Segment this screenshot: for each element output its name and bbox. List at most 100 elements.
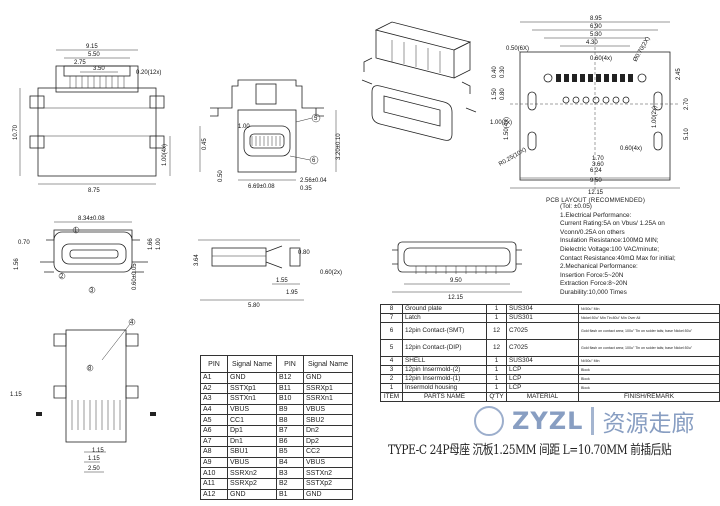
- dim-label: 0.50(6X): [506, 46, 529, 52]
- dim-label: 3.64: [194, 254, 200, 266]
- watermark-divider: [591, 407, 595, 435]
- dim-label: 1.56: [14, 258, 20, 270]
- table-cell: B4: [276, 456, 304, 469]
- dim-label: 5.50: [88, 52, 100, 58]
- pad-row-bottom: [562, 96, 630, 104]
- dim-label: 1.66: [148, 238, 154, 250]
- dim-label: 8.75: [88, 188, 100, 194]
- dim-label: 3.60: [592, 162, 604, 168]
- table-cell: Dn1: [227, 435, 277, 448]
- table-cell: A7: [200, 435, 228, 448]
- table-cell: SBU2: [303, 414, 353, 426]
- dim-label: 6.24: [590, 168, 602, 174]
- table-cell: CC2: [303, 446, 353, 458]
- spec-note-line: Insulation Resistance:100MΩ MIN;: [560, 237, 659, 245]
- table-cell: GND: [303, 372, 353, 384]
- table-cell: LCP: [506, 365, 579, 375]
- spec-note-line: Durability:10,000 Times: [560, 288, 627, 296]
- callout-4: 4: [130, 320, 134, 326]
- table-cell: VBUS: [303, 456, 353, 469]
- spec-note-line: 1.Electrical Performance:: [560, 211, 632, 219]
- dim-label: 1.55: [276, 278, 288, 284]
- spec-note-line: 2.Mechanical Performance:: [560, 263, 638, 271]
- dim-label: 1.50: [492, 88, 498, 100]
- dim-label: 6.69±0.08: [248, 184, 275, 190]
- drawing-title: TYPE-C 24P母座 沉板1.25MM 间距 L=10.70MM 前插后贴: [388, 443, 672, 458]
- dim-label: 2.56±0.04: [300, 178, 327, 184]
- spec-note-line: Dielectric Voltage:100 VAC/minute;: [560, 245, 659, 253]
- table-cell: 6: [380, 322, 403, 340]
- dim-label: 0.35: [300, 186, 312, 192]
- pcb-layout-view: 8.95 6.90 5.30 4.30 0.50(6X) Ø0.70(2X) 0…: [490, 16, 690, 196]
- dim-label: 2.45: [676, 68, 682, 80]
- callout-8: 8: [88, 366, 92, 372]
- table-cell: 12pin Contact-(DIP): [402, 339, 487, 357]
- table-cell: B7: [276, 424, 304, 437]
- table-cell: Gold flash on contact area; 100u" Tin on…: [578, 322, 720, 340]
- dim-label: 0.30: [500, 66, 506, 78]
- table-cell: B1: [276, 488, 304, 501]
- table-cell: A11: [200, 477, 228, 490]
- column-header: Signal Name: [303, 355, 353, 373]
- column-header: PARTS NAME: [402, 392, 487, 402]
- dim-label: 9.15: [86, 44, 98, 50]
- iso-view: [361, 21, 477, 141]
- callout-1: 1: [74, 228, 78, 234]
- table-cell: A8: [200, 446, 228, 458]
- callout-5: 5: [314, 116, 318, 122]
- dim-label: 0.70: [18, 240, 30, 246]
- table-cell: GND: [227, 488, 277, 501]
- table-cell: SSTXn2: [303, 467, 353, 479]
- dim-label: 5.10: [684, 128, 690, 140]
- watermark: ZYZL 资源走廊: [474, 402, 694, 440]
- table-cell: Dp2: [303, 435, 353, 448]
- spec-note-line: Current Rating:5A on Vbus/ 1.25A on: [560, 220, 665, 228]
- spec-note-line: Extraction Force:8~20N: [560, 280, 628, 288]
- bottom-view: 8 4: [36, 318, 156, 473]
- table-cell: 12: [486, 339, 507, 357]
- table-cell: SSTXn1: [227, 393, 277, 405]
- table-cell: Ground plate: [402, 304, 487, 314]
- dim-label: Ø0.70(2X): [633, 36, 652, 63]
- table-cell: Block: [578, 365, 720, 375]
- table-cell: B8: [276, 414, 304, 426]
- table-cell: A2: [200, 382, 228, 395]
- table-cell: B3: [276, 467, 304, 479]
- table-cell: 12pin Insermold-(2): [402, 365, 487, 375]
- dim-label: 1.00(4x): [162, 144, 168, 166]
- table-cell: SSRXn1: [303, 393, 353, 405]
- table-cell: SSTXp1: [227, 382, 277, 395]
- table-cell: Block: [578, 374, 720, 384]
- table-cell: GND: [303, 488, 353, 501]
- dim-label: 5.80: [248, 303, 260, 309]
- table-cell: Block: [578, 383, 720, 393]
- column-header: PIN: [276, 355, 304, 373]
- dim-label: 1.70: [592, 156, 604, 162]
- watermark-logo-icon: [474, 406, 504, 436]
- table-cell: B12: [276, 372, 304, 384]
- top-view: 9.15 5.50 2.75 3.50 0.20(12x) 10.70 1.00…: [13, 44, 171, 194]
- dim-label: 4.30: [586, 40, 598, 46]
- dim-label: 10.70: [13, 124, 19, 140]
- dim-label: 0.60(2x): [320, 270, 342, 276]
- dim-label: 1.15: [10, 392, 22, 398]
- dim-label: 1.00: [156, 238, 162, 250]
- dim-label: 1.15: [92, 448, 104, 454]
- dim-label: 1.95: [286, 290, 298, 296]
- table-cell: 1: [486, 374, 507, 384]
